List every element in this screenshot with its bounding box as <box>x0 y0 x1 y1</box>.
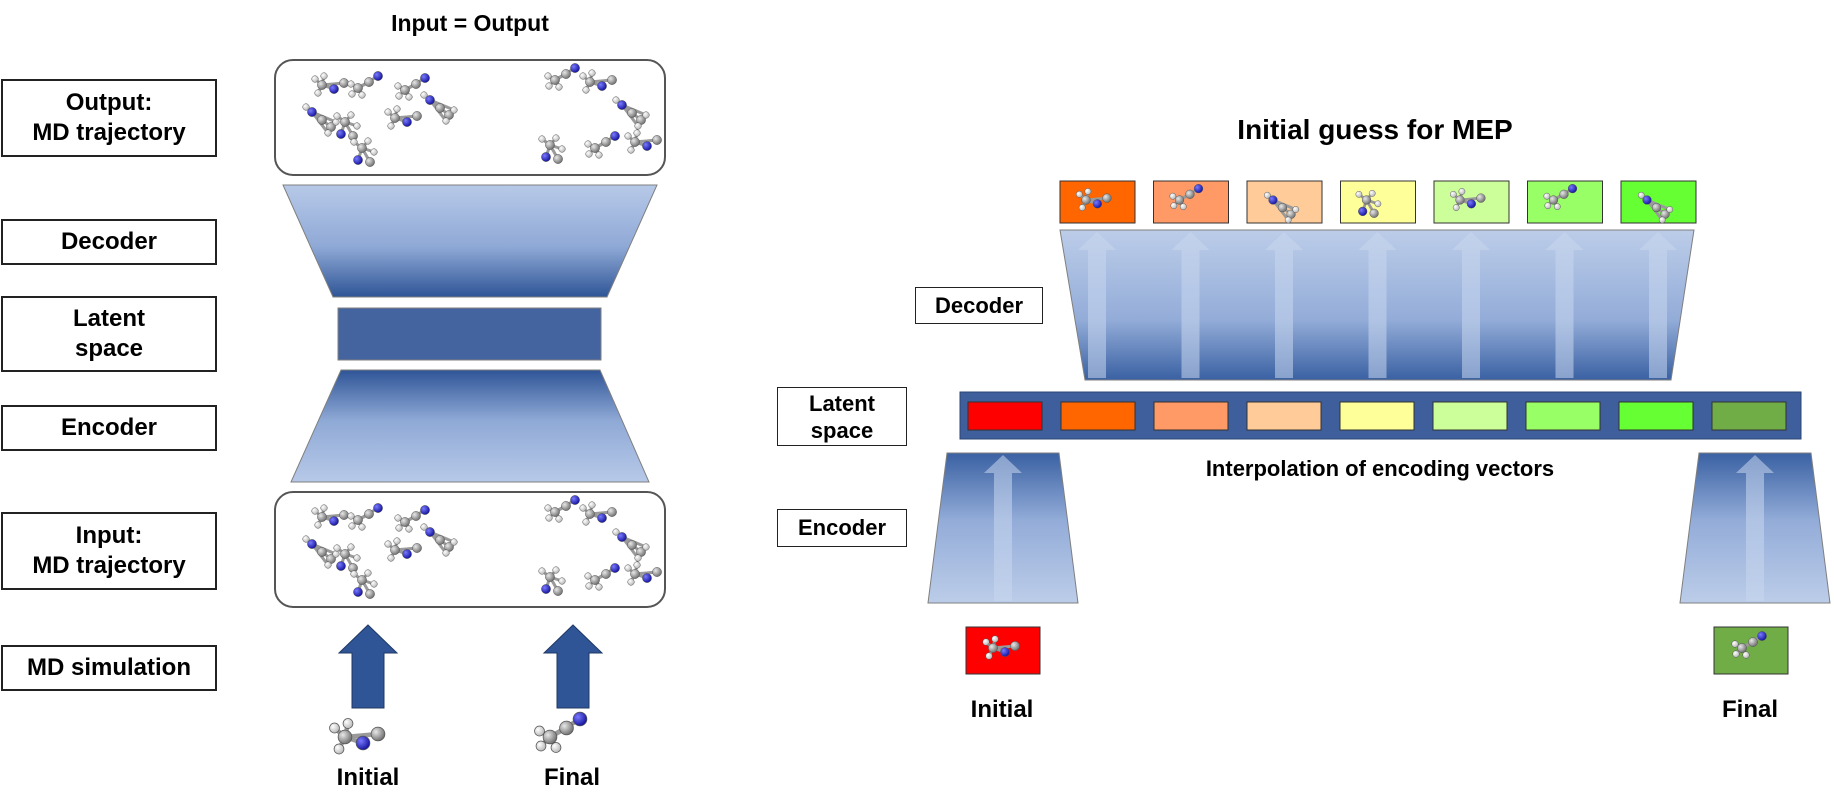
right-initial-label: Initial <box>970 696 1034 723</box>
trajectory-molecule <box>612 96 650 130</box>
latent-space-label: Latent space <box>1 296 217 372</box>
mep-molecule <box>1543 183 1578 211</box>
decoder-arrow <box>1265 232 1303 378</box>
latent-cells <box>967 401 1787 431</box>
trajectory-molecule <box>347 71 383 99</box>
encoder-arrow <box>1736 455 1774 601</box>
encoder-arrows <box>984 455 1774 601</box>
latent-cell <box>1432 401 1508 431</box>
trajectory-molecule <box>311 504 349 529</box>
decoder-arrow <box>1452 232 1490 378</box>
final-cell-molecule <box>1731 631 1767 659</box>
latent-cell <box>1153 401 1229 431</box>
decoder-arrow <box>1358 232 1397 378</box>
latent-cell <box>1246 401 1322 431</box>
decoder-arrow <box>1078 232 1116 378</box>
trajectory-molecule <box>350 137 378 167</box>
trajectory-molecule <box>302 103 340 137</box>
trajectory-molecule <box>538 134 566 164</box>
trajectory-molecule <box>384 537 422 562</box>
latent-cell <box>1060 401 1136 431</box>
decoder-arrow <box>1545 232 1584 378</box>
mep-decoder-label: Decoder <box>915 287 1043 324</box>
output-label: Output: MD trajectory <box>1 79 217 157</box>
trajectory-molecule <box>612 528 650 562</box>
initial-structure-cell <box>965 626 1041 675</box>
input-trajectory-box <box>274 491 666 608</box>
trajectory-molecule <box>538 566 566 596</box>
trajectory-molecule <box>333 543 361 573</box>
trajectory-molecule <box>420 91 458 125</box>
final-structure-cell <box>1713 626 1789 675</box>
mep-molecule <box>1449 188 1486 211</box>
trajectory-molecule <box>420 523 458 557</box>
trajectory-molecule <box>579 501 617 526</box>
initial-cell-molecule <box>982 635 1020 660</box>
mep-output-cells <box>1059 180 1697 224</box>
input-label: Input: MD trajectory <box>1 512 217 590</box>
trajectory-molecule <box>350 569 378 599</box>
mep-molecule <box>1355 189 1382 218</box>
mep-encoder-label: Encoder <box>777 509 907 547</box>
latent-space-block <box>337 307 602 361</box>
initial-input-arrow <box>337 624 399 709</box>
final-molecule <box>534 711 588 753</box>
mep-output-cell <box>1527 180 1603 224</box>
encoder-label: Encoder <box>1 405 217 451</box>
decoder-arrow <box>1171 232 1210 378</box>
trajectory-molecule <box>624 129 662 154</box>
trajectory-molecule <box>544 495 580 523</box>
trajectory-molecule <box>544 63 580 91</box>
latent-cell <box>1525 401 1601 431</box>
endpoint-molecules-right <box>982 631 1767 660</box>
left-panel-title: Input = Output <box>391 10 549 36</box>
final-input-arrow <box>542 624 604 709</box>
latent-cell <box>1618 401 1694 431</box>
right-panel-title: Initial guess for MEP <box>1237 114 1513 145</box>
decoder-label: Decoder <box>1 219 217 265</box>
trajectory-molecule <box>333 111 361 141</box>
mep-latent-label: Latent space <box>777 387 907 446</box>
mep-molecule <box>1637 191 1674 224</box>
trajectory-molecule <box>311 72 349 97</box>
right-final-label: Final <box>1721 696 1778 723</box>
input-molecules <box>302 495 662 599</box>
trajectory-molecule <box>584 131 620 159</box>
output-trajectory-box <box>274 59 666 176</box>
trajectory-molecule <box>579 69 617 94</box>
interpolation-caption: Interpolation of encoding vectors <box>1205 456 1555 481</box>
trajectory-molecule <box>384 105 422 130</box>
left-final-label: Final <box>543 764 600 791</box>
left-initial-label: Initial <box>336 764 400 791</box>
trajectory-molecule <box>347 503 383 531</box>
decoder-arrows <box>1078 232 1677 378</box>
encoder-trapezoid <box>290 369 650 483</box>
latent-cell <box>967 401 1043 431</box>
latent-cell <box>1339 401 1415 431</box>
output-molecules <box>302 63 662 167</box>
endpoint-molecules-left <box>329 711 588 755</box>
mep-molecule <box>1075 188 1112 211</box>
decoder-arrow <box>1639 232 1677 378</box>
md-simulation-label: MD simulation <box>1 645 217 691</box>
initial-molecule <box>329 718 386 755</box>
trajectory-molecule <box>302 535 340 569</box>
decoder-trapezoid <box>282 184 658 298</box>
encoder-arrow <box>984 455 1022 601</box>
trajectory-molecule <box>394 73 430 101</box>
mep-molecule <box>1169 183 1204 211</box>
mep-molecule <box>1263 191 1300 224</box>
trajectory-molecule <box>584 563 620 591</box>
trajectory-molecule <box>624 561 662 586</box>
mep-output-cell <box>1153 180 1229 224</box>
trajectory-molecule <box>394 505 430 533</box>
latent-cell <box>1711 401 1787 431</box>
